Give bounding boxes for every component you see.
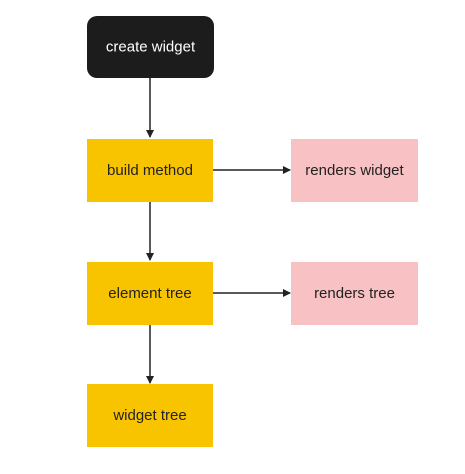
node-renders-tree: renders tree <box>291 262 418 325</box>
node-renders-widget: renders widget <box>291 139 418 202</box>
node-widget-tree-box <box>87 384 213 447</box>
node-create-widget-label: create widget <box>106 39 196 56</box>
node-build-method: build method <box>87 139 213 202</box>
edges-layer <box>146 78 291 384</box>
node-build-method-label: build method <box>107 162 193 179</box>
node-renders-tree-label: renders tree <box>314 285 395 302</box>
node-renders-tree-box <box>291 262 418 325</box>
node-renders-widget-label: renders widget <box>305 162 404 179</box>
node-widget-tree-label: widget tree <box>112 407 186 424</box>
node-create-widget: create widget <box>87 16 214 78</box>
node-element-tree-box <box>87 262 213 325</box>
node-create-widget-box <box>87 16 214 78</box>
node-build-method-box <box>87 139 213 202</box>
node-element-tree: element tree <box>87 262 213 325</box>
node-widget-tree: widget tree <box>87 384 213 447</box>
node-element-tree-label: element tree <box>108 285 191 302</box>
node-renders-widget-box <box>291 139 418 202</box>
